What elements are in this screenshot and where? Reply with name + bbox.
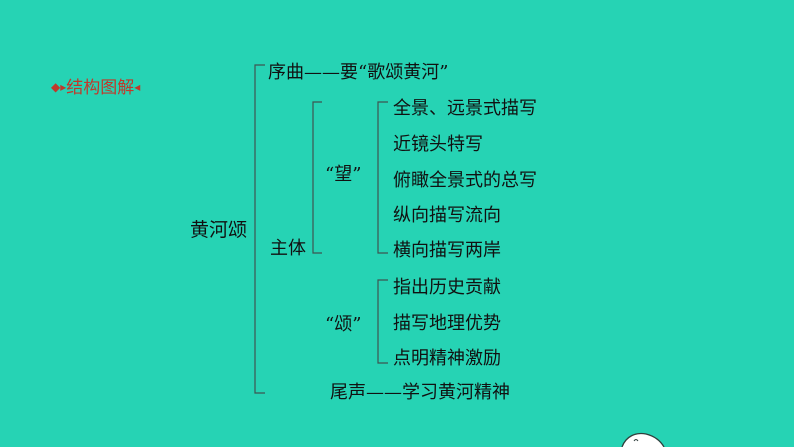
tag-text: 结构图解 (66, 78, 135, 98)
watch-item: 近镜头特写 (393, 134, 483, 155)
praise-item: 点明精神激励 (393, 348, 501, 369)
praise-item: 描写地理优势 (393, 313, 501, 334)
praise-node: “颂” (325, 314, 362, 335)
watch-bracket (312, 101, 322, 254)
watch-item: 纵向描写流向 (393, 205, 501, 226)
decorative-curl-icon (621, 432, 665, 447)
arrow-marker-icon: ◂ (134, 80, 141, 94)
prelude-node: 序曲——要“歌颂黄河” (268, 62, 449, 83)
watch-item: 横向描写两岸 (393, 240, 501, 261)
watch-item: 俯瞰全景式的总写 (393, 170, 537, 191)
watch-node: “望” (325, 164, 362, 185)
structure-diagram-tag: ◆▸结构图解◂ (51, 80, 140, 97)
root-bracket (254, 64, 265, 394)
ending-node: 尾声——学习黄河精神 (330, 382, 510, 403)
watch-items-bracket (377, 101, 388, 254)
body-node: 主体 (270, 238, 306, 259)
praise-items-bracket (377, 279, 388, 364)
diamond-marker-icon: ◆▸ (51, 80, 67, 94)
root-node: 黄河颂 (190, 219, 248, 241)
watch-item: 全景、远景式描写 (393, 98, 537, 119)
praise-item: 指出历史贡献 (393, 277, 501, 298)
